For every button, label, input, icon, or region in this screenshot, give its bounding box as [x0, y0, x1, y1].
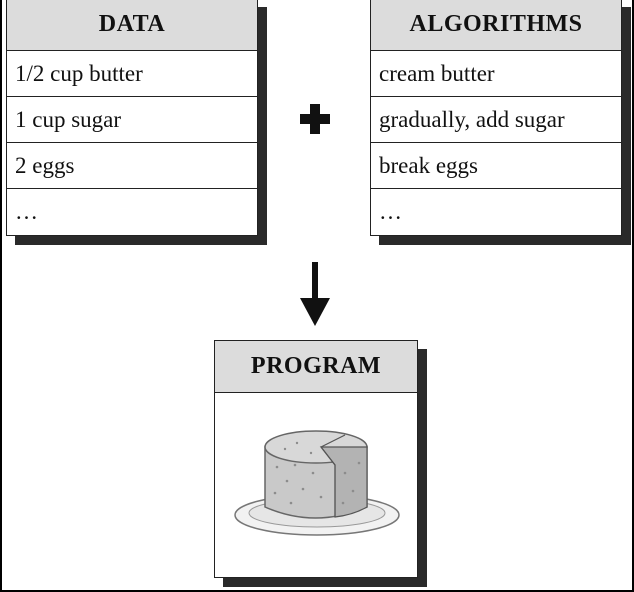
down-arrow-icon	[300, 262, 330, 326]
data-card: DATA 1/2 cup butter 1 cup sugar 2 eggs …	[6, 0, 267, 245]
card-face: PROGRAM	[214, 340, 418, 578]
data-card-title: DATA	[7, 0, 257, 51]
algorithms-card: ALGORITHMS cream butter gradually, add s…	[370, 0, 631, 245]
data-item: 1/2 cup butter	[7, 51, 257, 97]
algorithm-step-ellipsis: …	[379, 199, 402, 224]
data-item: 2 eggs	[7, 143, 257, 189]
card-face: DATA 1/2 cup butter 1 cup sugar 2 eggs …	[6, 0, 258, 236]
algorithm-step: gradually, add sugar	[371, 97, 621, 143]
algorithm-step: cream butter	[371, 51, 621, 97]
card-face: ALGORITHMS cream butter gradually, add s…	[370, 0, 622, 236]
data-item: 1 cup sugar	[7, 97, 257, 143]
algorithm-step: break eggs	[371, 143, 621, 189]
data-item-ellipsis: …	[15, 199, 38, 224]
program-card: PROGRAM	[214, 340, 427, 587]
plus-icon	[300, 104, 330, 134]
algorithms-card-title: ALGORITHMS	[371, 0, 621, 51]
program-card-title: PROGRAM	[215, 341, 417, 393]
cake-icon	[234, 430, 400, 536]
